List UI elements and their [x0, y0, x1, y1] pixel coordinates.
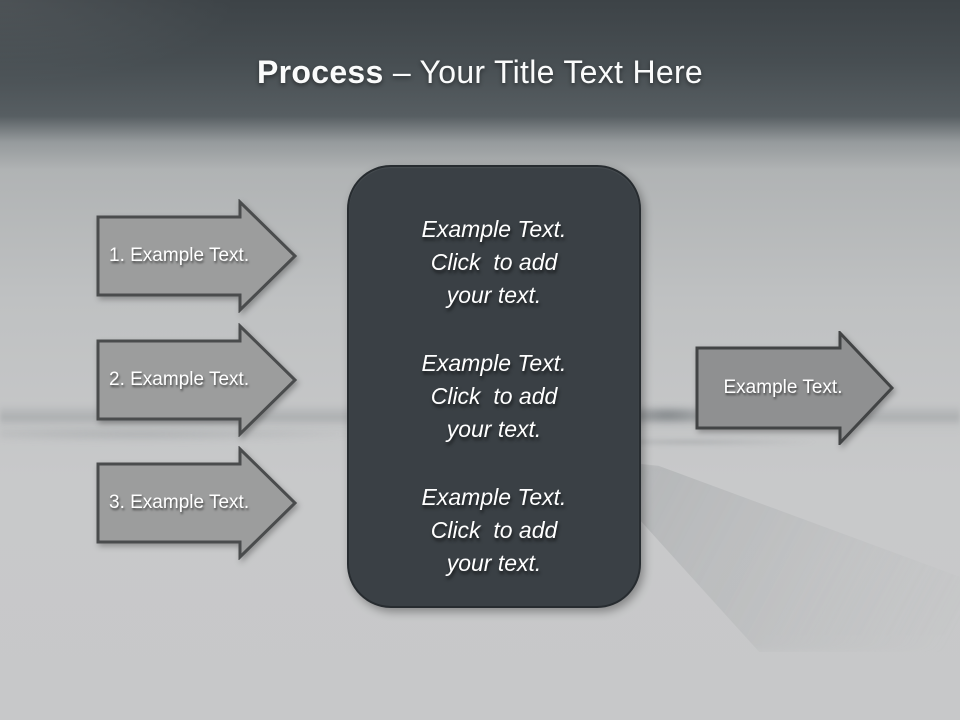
right-arrow-shape-icon: [96, 446, 298, 560]
header-sheen: [0, 0, 960, 175]
paragraph-line: Example Text.: [421, 350, 567, 376]
background-reflection: [560, 438, 820, 446]
background-trees: [620, 406, 715, 424]
paragraph-line: Click to add: [430, 249, 558, 275]
paragraph-line: your text.: [446, 550, 542, 576]
placeholder-paragraph-2: Example Text. Click to add your text.: [359, 347, 629, 446]
header-band: Process – Your Title Text Here: [0, 0, 960, 175]
right-arrow-shape-icon: [695, 331, 895, 445]
arrow-polygon: [695, 331, 895, 445]
right-arrow-label: Example Text.: [723, 377, 843, 398]
arrow-2-label: 2. Example Text.: [109, 369, 250, 390]
process-arrow-output: Example Text.: [695, 331, 895, 445]
slide-title-rest: – Your Title Text Here: [383, 54, 704, 90]
arrow-polygon: [96, 323, 298, 437]
process-arrow-2: 2. Example Text.: [96, 323, 298, 437]
paragraph-line: Example Text.: [421, 216, 567, 242]
arrow-polygon: [96, 199, 298, 313]
placeholder-paragraph-1: Example Text. Click to add your text.: [359, 213, 629, 312]
process-arrow-3: 3. Example Text.: [96, 446, 298, 560]
paragraph-line: your text.: [446, 416, 542, 442]
paragraph-line: your text.: [446, 282, 542, 308]
right-arrow-shape-icon: document.currentScript?0:0: [96, 199, 298, 313]
slide-title-bold: Process: [256, 54, 384, 90]
background-shoreline: [0, 426, 350, 442]
paragraph-line: Click to add: [430, 383, 558, 409]
placeholder-paragraph-3: Example Text. Click to add your text.: [359, 481, 629, 580]
right-arrow-shape-icon: [96, 323, 298, 437]
center-text-panel: Example Text. Click to add your text. Ex…: [347, 165, 641, 608]
arrow-3-label: 3. Example Text.: [109, 492, 250, 513]
arrow-polygon: [96, 446, 298, 560]
process-arrow-1: document.currentScript?0:0 1. Example Te…: [96, 199, 298, 313]
slide-title: Process – Your Title Text Here: [0, 54, 960, 91]
paragraph-line: Click to add: [430, 517, 558, 543]
arrow-1-label: 1. Example Text.: [109, 245, 250, 266]
background-pier: [608, 462, 960, 652]
paragraph-line: Example Text.: [421, 484, 567, 510]
